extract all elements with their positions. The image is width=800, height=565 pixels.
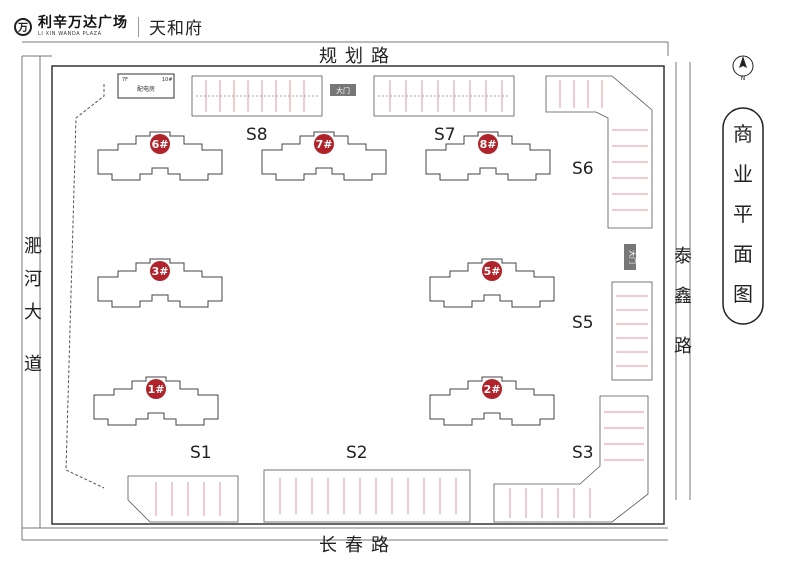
shop-units	[559, 80, 648, 211]
shop-label-s5: S5	[572, 313, 594, 333]
brand-logo: 万 利辛万达广场 LI XIN WANDA PLAZA 天和府	[14, 14, 203, 39]
shop-units	[155, 482, 221, 516]
shop-units	[509, 411, 644, 518]
brand-name-en: LI XIN WANDA PLAZA	[38, 31, 102, 37]
shop-label-s7: S7	[434, 125, 456, 145]
shop-labels: S8 S7 S6 S5 S3 S2 S1	[190, 125, 594, 463]
logo-divider	[138, 16, 139, 37]
plan-title-char: 图	[733, 282, 753, 306]
tower-3: 3#	[97, 258, 223, 308]
tower-footprint	[97, 258, 223, 308]
shop-strip-s7	[373, 75, 515, 117]
power-room-id: 10#	[162, 77, 173, 83]
compass-icon: N	[732, 55, 754, 82]
road-south-label: 长春路	[319, 535, 397, 556]
shop-label-s2: S2	[346, 443, 368, 463]
plan-title-char: 业	[733, 162, 753, 186]
tower-badge	[150, 261, 170, 281]
road-west-char: 河	[24, 269, 42, 290]
shop-units	[616, 295, 648, 367]
tower-5: 5#	[429, 258, 555, 308]
tower-label: 1#	[148, 383, 165, 396]
tower-label: 7#	[316, 138, 333, 151]
road-east-label: 泰 鑫 路	[674, 246, 692, 357]
shop-label-s1: S1	[190, 443, 212, 463]
brand-name-cn: 利辛万达广场	[38, 15, 128, 31]
power-room: 7F 10# 配电房	[117, 73, 175, 99]
shop-strip-s3	[493, 395, 649, 523]
shop-strip-s1	[127, 475, 239, 523]
tower-label: 8#	[480, 138, 497, 151]
tower-badge	[482, 261, 502, 281]
tower-7: 7#	[261, 131, 387, 181]
power-room-floors: 7F	[122, 77, 128, 83]
tower-label: 2#	[484, 383, 501, 396]
project-name: 天和府	[149, 19, 203, 39]
road-lines	[21, 41, 691, 541]
gate-east: 大门	[624, 244, 637, 270]
road-east-char: 路	[674, 336, 692, 357]
tower-badge	[150, 134, 170, 154]
tower-badge	[146, 379, 166, 399]
plan-title-box	[722, 107, 764, 325]
gate-north-label: 大门	[336, 86, 350, 95]
plan-title-char: 商	[733, 122, 753, 146]
shop-strip-s2	[263, 469, 471, 523]
road-north-label: 规划路	[319, 46, 397, 67]
tower-footprint	[425, 131, 551, 181]
tower-2: 2#	[429, 376, 555, 426]
tower-badge	[314, 134, 334, 154]
tower-label: 6#	[152, 138, 169, 151]
tower-footprint	[429, 376, 555, 426]
tower-badge	[478, 134, 498, 154]
tower-footprint	[429, 258, 555, 308]
tower-label: 5#	[484, 265, 501, 278]
shop-units	[279, 478, 457, 514]
shop-strip-s6	[545, 75, 653, 229]
gate-north: 大门	[330, 84, 356, 96]
shop-label-s8: S8	[246, 125, 268, 145]
compass-north-label: N	[741, 75, 746, 82]
tower-footprint	[261, 131, 387, 181]
road-west-label: 淝 河 大 道	[24, 236, 42, 375]
shop-strip-s8	[191, 75, 323, 117]
road-east-char: 泰	[674, 246, 692, 267]
road-east-char: 鑫	[674, 286, 692, 307]
tower-badge	[482, 379, 502, 399]
tower-footprint	[93, 376, 219, 426]
tower-6: 6#	[97, 131, 223, 181]
towers-layer: 6# 7# 8# 3# 5# 1# 2#	[93, 131, 555, 426]
gate-east-label: 大门	[628, 250, 637, 264]
road-west-char: 大	[24, 302, 42, 323]
tower-label: 3#	[152, 265, 169, 278]
road-west-char: 淝	[24, 236, 42, 257]
shop-label-s3: S3	[572, 443, 594, 463]
site-boundary	[51, 65, 665, 525]
plan-title-char: 面	[733, 242, 753, 266]
power-room-label: 配电房	[137, 85, 155, 93]
shop-strip-s5	[611, 281, 653, 381]
road-west-char: 道	[24, 354, 42, 375]
tower-8: 8#	[425, 131, 551, 181]
shop-label-s6: S6	[572, 159, 594, 179]
tower-footprint	[97, 131, 223, 181]
plan-title-char: 平	[733, 202, 753, 226]
plan-title: 商 业 平 面 图	[733, 122, 753, 306]
tower-1: 1#	[93, 376, 219, 426]
inner-path	[65, 84, 105, 489]
wanda-logo-icon: 万	[14, 17, 32, 36]
